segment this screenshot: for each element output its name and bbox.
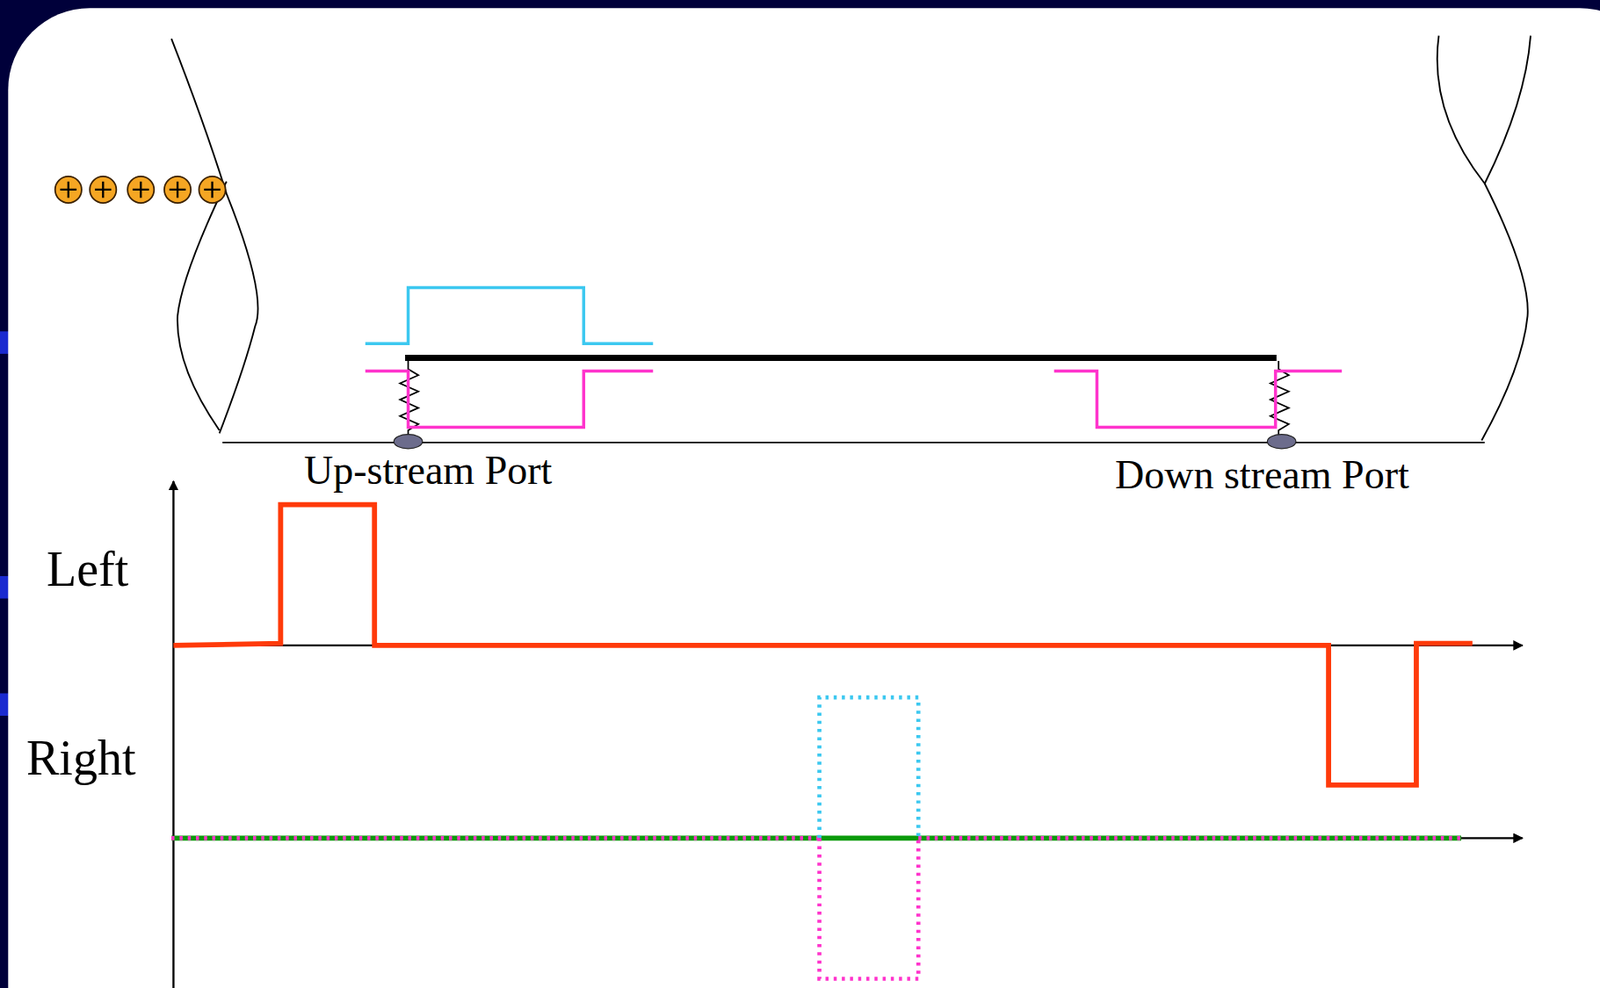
magenta-pulse [365,371,654,428]
magenta-dotted-pulse [819,838,920,979]
cyan-dotted-pulse [819,697,920,839]
port-label: Down stream Port [1114,453,1410,499]
port-label: Up-stream Port [304,448,552,494]
signal-name: Right [26,731,136,787]
stripline-electrode [405,354,1277,362]
magenta-pulse [1054,371,1343,428]
downstream-port [1266,434,1296,449]
port-spring [399,361,1289,437]
beam-envelope [171,36,1531,442]
right-signal-dots [918,836,1462,841]
right-signal-dots [171,836,819,841]
signal-name: Left [46,542,129,598]
cyan-pulse [365,287,654,344]
right-signal [171,835,1462,841]
panel [7,7,1600,988]
y-axis [172,481,174,988]
particle-bunch [55,176,226,203]
left-signal [173,505,1472,786]
upstream-port [393,434,423,449]
